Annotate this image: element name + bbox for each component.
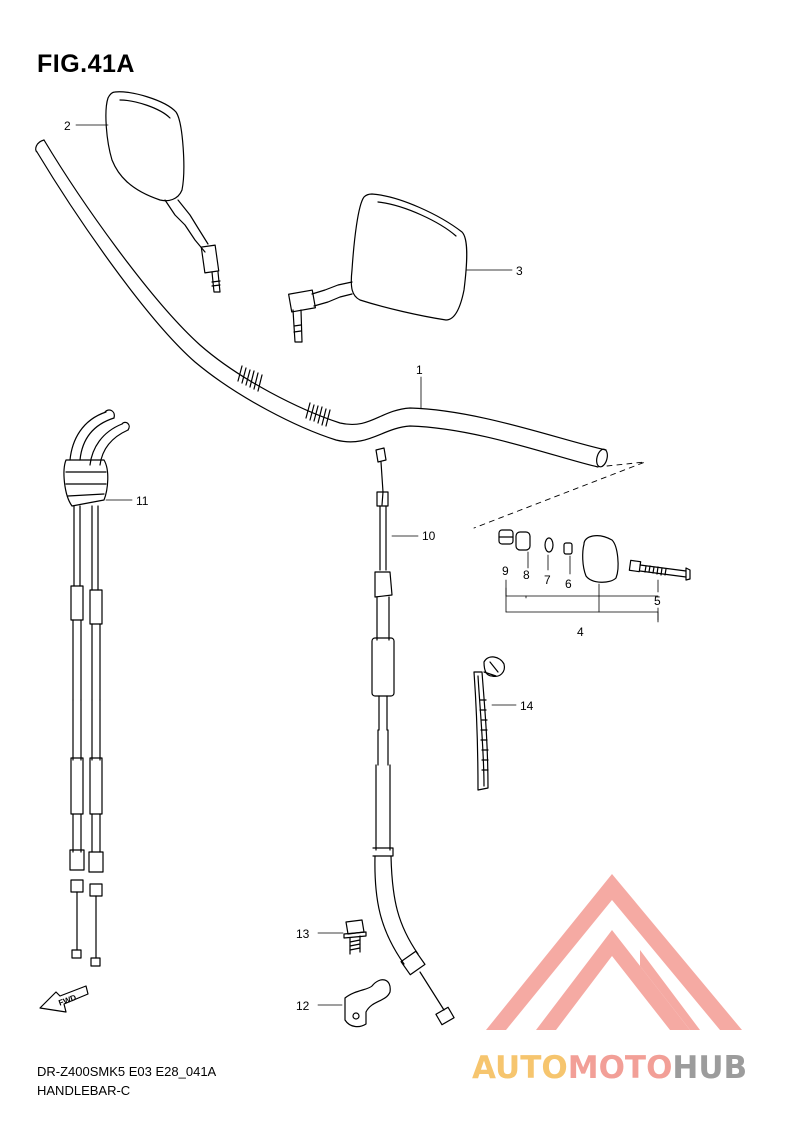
mirror-right [288,193,513,343]
callout-7: 7 [544,573,551,587]
callout-3: 3 [516,264,523,278]
callout-4: 4 [577,625,584,639]
throttle-cables [63,409,133,967]
watermark-logo [486,874,742,1030]
fwd-arrow-icon [39,985,89,1013]
part-14-cable-tie [473,656,517,791]
figure-title: FIG.41A [37,50,135,78]
clutch-cable [371,447,455,1026]
callout-10: 10 [422,529,436,543]
part-12-clamp [317,979,391,1028]
watermark-text: AUTOMOTOHUB [472,1050,747,1086]
footer-section-name: HANDLEBAR-C [37,1083,131,1098]
handlebar [35,139,608,468]
callout-12: 12 [296,999,310,1013]
part-8-sleeve [515,531,531,551]
callout-14: 14 [520,699,534,713]
part-6-washer [563,542,573,555]
watermark-hub: HUB [672,1050,748,1086]
part-5-screw [628,559,691,581]
callout-9: 9 [502,564,509,578]
balancer-assembly [473,461,691,623]
fwd-label: FWD [57,993,77,1008]
callout-labels: 1 2 3 4 5 6 7 8 9 10 11 12 13 14 FWD [57,119,661,1013]
callout-5: 5 [654,594,661,608]
footer-model-code: DR-Z400SMK5 E03 E28_041A [37,1064,217,1079]
callout-8: 8 [523,568,530,582]
part-7-washer [544,537,554,553]
mirror-left [75,91,221,293]
callout-2: 2 [64,119,71,133]
callout-11: 11 [136,494,149,508]
watermark-moto: MOTO [567,1050,673,1086]
part-4-balancer [582,535,619,583]
callout-1: 1 [416,363,423,377]
callout-6: 6 [565,577,572,591]
part-13-bolt [317,919,367,955]
callout-13: 13 [296,927,310,941]
handlebar-knurl-right [305,402,331,427]
handlebar-knurl-left [237,365,263,392]
watermark-auto: AUTO [472,1050,568,1086]
